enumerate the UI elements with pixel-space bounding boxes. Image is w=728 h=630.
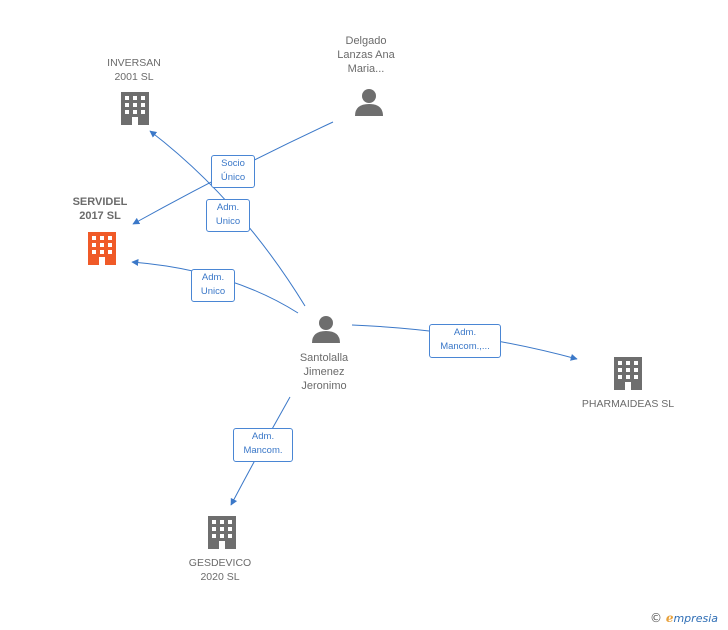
copyright-icon: © xyxy=(650,611,662,625)
building-icon-focus xyxy=(88,232,116,265)
node-label-servidel[interactable]: SERVIDEL 2017 SL xyxy=(72,196,128,222)
edge-label-socio-unico[interactable]: Socio Único xyxy=(211,155,255,188)
person-icon xyxy=(355,89,383,116)
building-icon xyxy=(121,92,149,125)
edge-label-adm-mancom-pharma[interactable]: Adm. Mancom.,... xyxy=(429,324,501,358)
node-label-delgado[interactable]: Delgado Lanzas Ana Maria... xyxy=(337,35,395,75)
edge-label-adm-unico-servidel[interactable]: Adm. Unico xyxy=(191,269,235,302)
building-icon xyxy=(208,516,236,549)
node-label-inversan[interactable]: INVERSAN 2001 SL xyxy=(107,57,161,83)
node-label-gesdevico[interactable]: GESDEVICO 2020 SL xyxy=(188,557,252,583)
brand-logo-text: mpresia xyxy=(673,612,718,625)
building-icon xyxy=(614,357,642,390)
brand-footer: © empresia xyxy=(650,611,718,625)
person-icon xyxy=(312,316,340,343)
edge-label-adm-mancom-gesdevico[interactable]: Adm. Mancom. xyxy=(233,428,293,462)
edge-label-adm-unico-inversan[interactable]: Adm. Unico xyxy=(206,199,250,232)
brand-logo-letter: e xyxy=(665,611,674,625)
node-label-santolalla[interactable]: Santolalla Jimenez Jeronimo xyxy=(299,352,349,392)
node-label-pharmaideas[interactable]: PHARMAIDEAS SL xyxy=(581,398,675,410)
